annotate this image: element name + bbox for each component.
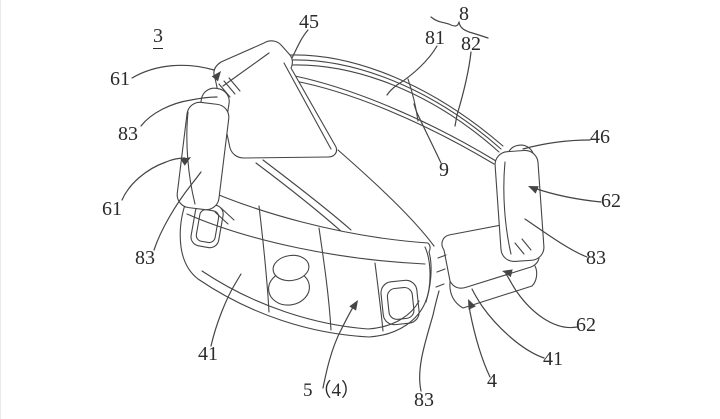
ref-label-83-right: 83 xyxy=(586,247,606,269)
right-sensor-window-inner xyxy=(386,286,415,320)
band-inner-wall-left-1 xyxy=(262,159,352,231)
ref-label-4: 4 xyxy=(487,370,497,392)
front-right-hinge-line-3 xyxy=(435,283,445,288)
ref-label-41-left: 41 xyxy=(198,343,218,365)
strap-outer-edge-3 xyxy=(289,64,500,153)
leader-46 xyxy=(522,139,591,150)
ref-label-62-bottom: 62 xyxy=(576,314,596,336)
front-right-hinge-line-2 xyxy=(436,268,446,273)
strap-segment-seam xyxy=(407,78,419,122)
ref-label-83-bottom: 83 xyxy=(414,389,434,411)
ref-label-45: 45 xyxy=(299,11,319,33)
ref-label-82: 82 xyxy=(461,33,481,55)
ref-label-41-right: 41 xyxy=(543,348,563,370)
ref-label-61-left: 61 xyxy=(102,198,122,220)
top-left-module-hinge-line-2 xyxy=(223,80,236,95)
left-connector-lower-hinge-2 xyxy=(220,207,235,221)
top-left-module-hinge-line-3 xyxy=(228,77,241,92)
front-module-upper-fold xyxy=(186,213,426,265)
band-inner-wall-left-2 xyxy=(255,162,343,233)
ref-label-81: 81 xyxy=(425,27,445,49)
front-module-seam-3 xyxy=(374,262,384,332)
front-module-seam-2 xyxy=(318,227,332,331)
top-left-module-hinge-line-1 xyxy=(218,83,231,98)
leader-83-topleft xyxy=(140,96,218,127)
front-right-hinge-line-1 xyxy=(437,254,447,259)
ref-label-61-top: 61 xyxy=(110,68,130,90)
right-connector-lower-hinge-2 xyxy=(521,238,532,251)
ref-label-62-right: 62 xyxy=(601,190,621,212)
ref-label-5-4: 5（4） xyxy=(303,380,361,401)
band-inner-wall-right xyxy=(337,149,435,247)
leader-61-left xyxy=(121,157,186,201)
arrow-62-right xyxy=(528,186,539,194)
top-left-module xyxy=(213,40,338,159)
leader-41-right xyxy=(471,288,545,359)
leader-41-left xyxy=(210,273,242,347)
leader-lines xyxy=(121,16,602,392)
front-module-bottom-bevel xyxy=(201,270,420,330)
left-connector-lower-hinge-1 xyxy=(214,211,229,225)
strap-inner-edge-1 xyxy=(294,75,497,162)
left-sensor-window-inner xyxy=(195,209,220,244)
leader-82 xyxy=(454,51,472,127)
right-sensor-window-outer xyxy=(380,279,420,326)
right-connector-plate-thickness xyxy=(503,161,512,255)
strap-inner-edge-2 xyxy=(294,80,495,165)
leader-83-left xyxy=(153,171,202,251)
strap-outer-edge-2 xyxy=(288,59,502,150)
leader-83-bottom xyxy=(419,290,440,392)
leader-62-bottom xyxy=(505,273,578,329)
arrowheads xyxy=(180,71,539,311)
leader-61-top xyxy=(131,64,215,79)
arrow-4 xyxy=(468,299,476,310)
figure-number-label: 3 xyxy=(153,25,163,49)
arrow-62-bottom xyxy=(502,269,513,278)
right-connector-plate xyxy=(494,149,545,263)
ref-label-9: 9 xyxy=(439,159,449,181)
strap-outer-edge-1 xyxy=(288,54,504,147)
top-left-module-outline xyxy=(213,40,338,159)
strap-arc xyxy=(288,54,504,165)
brace-8 xyxy=(430,16,489,39)
arrow-5-4 xyxy=(349,300,358,311)
ref-label-83-topleft: 83 xyxy=(118,123,138,145)
arrow-61-left xyxy=(180,157,191,166)
front-module-right-endcap xyxy=(424,246,431,303)
leader-62-right xyxy=(533,187,602,203)
ref-label-46: 46 xyxy=(590,126,610,148)
center-button-top xyxy=(272,254,310,282)
top-left-module-front-arris xyxy=(283,62,332,150)
leader-4 xyxy=(468,302,491,378)
leader-5-4 xyxy=(322,303,356,389)
left-connector xyxy=(176,87,235,225)
right-connector-lower-hinge-1 xyxy=(514,242,525,255)
leader-45 xyxy=(291,29,309,59)
leader-81 xyxy=(386,45,438,96)
right-connector xyxy=(494,144,545,263)
front-module xyxy=(179,186,432,338)
front-module-seam-1 xyxy=(258,205,270,313)
right-module-bottom-strip xyxy=(449,265,538,309)
arrow-61-top xyxy=(211,71,221,82)
ref-label-83-left: 83 xyxy=(135,247,155,269)
ref-label-8: 8 xyxy=(459,3,469,25)
leader-9 xyxy=(413,103,442,164)
leader-83-right xyxy=(524,218,588,258)
